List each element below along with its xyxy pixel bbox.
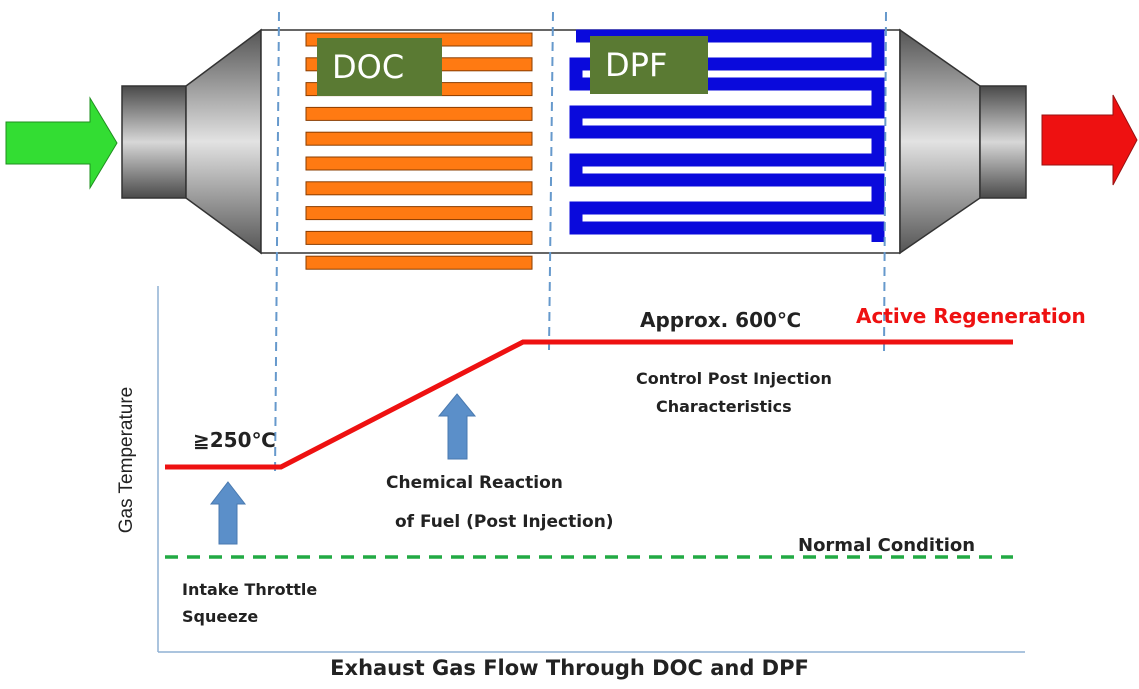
doc-fin — [305, 106, 533, 121]
temp-low-label: ≧250℃ — [193, 428, 276, 452]
control-post-line1: Control Post Injection — [636, 369, 832, 388]
temp-high-label: Approx. 600℃ — [640, 308, 802, 332]
x-axis-label: Exhaust Gas Flow Through DOC and DPF — [330, 656, 809, 680]
doc-fin — [305, 181, 533, 196]
intake-throttle-line1: Intake Throttle — [182, 580, 318, 599]
divider-line-inlet — [274, 11, 280, 476]
control-post-line2: Characteristics — [656, 397, 792, 416]
normal-condition-label: Normal Condition — [798, 535, 976, 556]
doc-fin — [305, 230, 533, 245]
intake-up-arrow-icon — [209, 481, 247, 545]
doc-fin — [305, 156, 533, 171]
doc-fins — [305, 32, 533, 270]
outlet-arrow-icon — [1041, 94, 1138, 186]
y-axis-label: Gas Temperature — [116, 386, 137, 534]
doc-label: DOC — [332, 48, 405, 86]
chemical-reaction-line1: Chemical Reaction — [386, 473, 563, 493]
regeneration-temperature-line — [165, 339, 1013, 470]
intake-throttle-line2: Squeeze — [182, 607, 259, 626]
doc-fin — [305, 131, 533, 146]
outlet-pipe — [979, 85, 1027, 199]
inlet-arrow-icon — [5, 96, 118, 190]
divider-line-outlet — [883, 11, 887, 356]
chemical-reaction-line2: of Fuel (Post Injection) — [395, 512, 614, 532]
doc-fin — [305, 206, 533, 221]
dpf-label: DPF — [605, 46, 668, 84]
doc-label-box — [317, 38, 442, 96]
inlet-pipe — [121, 85, 187, 199]
dpf-channels — [569, 29, 885, 242]
active-regeneration-label: Active Regeneration — [856, 304, 1086, 328]
doc-fin — [305, 255, 533, 270]
chemical-up-arrow-icon — [437, 393, 477, 460]
outlet-cone — [899, 28, 981, 255]
divider-line-doc-dpf — [548, 11, 554, 351]
dpf-label-box — [590, 36, 708, 94]
inlet-cone — [185, 28, 262, 255]
